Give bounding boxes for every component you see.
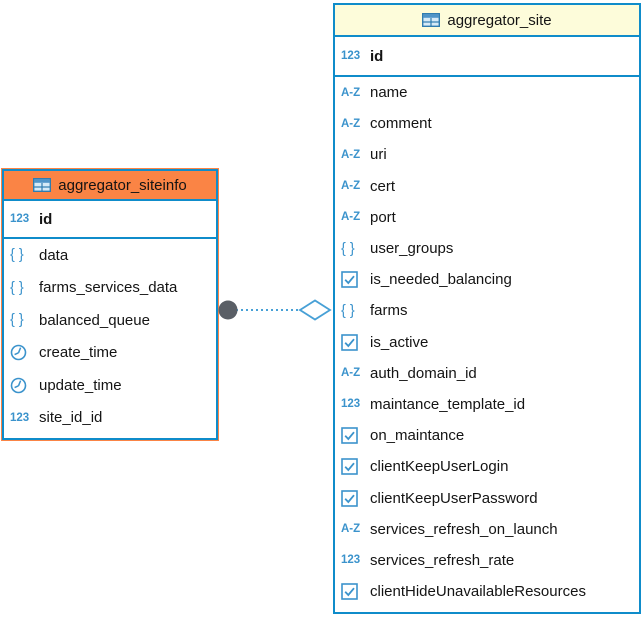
string-type-icon: A-Z	[341, 211, 361, 224]
field-label: port	[370, 208, 396, 226]
field-label: is_active	[370, 333, 429, 351]
field-row[interactable]: update_time	[4, 369, 216, 402]
relation-connector[interactable]	[215, 296, 337, 324]
field-row[interactable]: A-Z cert	[335, 171, 639, 202]
entity-header[interactable]: aggregator_site	[335, 5, 639, 37]
field-label: auth_domain_id	[370, 364, 477, 382]
boolean-type-icon	[341, 489, 370, 507]
field-label: clientKeepUserPassword	[370, 489, 538, 507]
string-type-icon: A-Z	[341, 148, 361, 161]
field-row[interactable]: A-Z name	[335, 77, 639, 108]
json-type-icon: { }	[10, 279, 24, 296]
field-label: update_time	[39, 376, 122, 394]
field-row[interactable]: { } farms	[335, 295, 639, 326]
field-row[interactable]: clientHideUnavailableResources	[335, 576, 639, 607]
field-row[interactable]: on_maintance	[335, 420, 639, 451]
field-row[interactable]: A-Z uri	[335, 139, 639, 170]
field-label: maintance_template_id	[370, 395, 526, 413]
json-type-icon: { }	[10, 247, 24, 264]
numeric-type-icon: 123	[341, 554, 361, 567]
field-row[interactable]: create_time	[4, 337, 216, 370]
field-label: cert	[370, 177, 396, 195]
field-label: on_maintance	[370, 427, 465, 445]
field-label: services_refresh_rate	[370, 551, 515, 569]
field-label: data	[39, 246, 69, 264]
field-row[interactable]: is_active	[335, 327, 639, 358]
field-row[interactable]: A-Z port	[335, 202, 639, 233]
field-label: user_groups	[370, 240, 454, 258]
boolean-type-icon	[341, 333, 370, 351]
field-row[interactable]: is_needed_balancing	[335, 264, 639, 295]
json-type-icon: { }	[341, 302, 355, 319]
field-row-pk[interactable]: 123 id	[4, 201, 216, 239]
entity-title: aggregator_siteinfo	[58, 176, 187, 194]
entity-header[interactable]: aggregator_siteinfo	[4, 171, 216, 201]
string-type-icon: A-Z	[341, 86, 361, 99]
field-row[interactable]: 123 services_refresh_rate	[335, 545, 639, 576]
string-type-icon: A-Z	[341, 180, 361, 193]
field-row[interactable]: clientKeepUserPassword	[335, 482, 639, 513]
boolean-type-icon	[341, 458, 370, 476]
field-label: farms	[370, 302, 408, 320]
field-label: uri	[370, 146, 387, 164]
datetime-type-icon	[10, 377, 39, 394]
entity-aggregator-site[interactable]: aggregator_site 123 id A-Z name A-Z comm…	[333, 3, 641, 614]
relation-endpoint-circle	[218, 300, 238, 320]
field-row[interactable]: { } user_groups	[335, 233, 639, 264]
field-row[interactable]: A-Z comment	[335, 108, 639, 139]
field-label: comment	[370, 115, 432, 133]
string-type-icon: A-Z	[341, 117, 361, 130]
field-label: name	[370, 84, 408, 102]
field-label: id	[39, 210, 53, 228]
field-label: id	[370, 47, 384, 65]
string-type-icon: A-Z	[341, 523, 361, 536]
field-label: balanced_queue	[39, 311, 150, 329]
boolean-type-icon	[341, 271, 370, 289]
table-icon	[33, 178, 52, 192]
json-type-icon: { }	[10, 312, 24, 329]
field-label: site_id_id	[39, 409, 103, 427]
field-label: clientHideUnavailableResources	[370, 583, 586, 601]
numeric-type-icon: 123	[341, 50, 361, 62]
numeric-type-icon: 123	[10, 213, 30, 225]
field-row[interactable]: 123 maintance_template_id	[335, 389, 639, 420]
boolean-type-icon	[341, 583, 370, 600]
field-row[interactable]: clientKeepUserLogin	[335, 451, 639, 482]
field-label: clientKeepUserLogin	[370, 458, 509, 476]
field-row[interactable]: 123 site_id_id	[4, 402, 216, 435]
field-row[interactable]: { } data	[4, 239, 216, 272]
field-row[interactable]: A-Z auth_domain_id	[335, 358, 639, 389]
table-icon	[422, 13, 441, 27]
field-row[interactable]: { } balanced_queue	[4, 304, 216, 337]
field-label: create_time	[39, 344, 118, 362]
entity-aggregator-siteinfo[interactable]: aggregator_siteinfo 123 id { } data { } …	[1, 168, 219, 441]
json-type-icon: { }	[341, 240, 355, 257]
boolean-type-icon	[341, 427, 370, 444]
datetime-type-icon	[10, 344, 39, 361]
numeric-type-icon: 123	[341, 398, 361, 411]
field-row[interactable]: A-Z services_refresh_on_launch	[335, 514, 639, 545]
numeric-type-icon: 123	[10, 411, 30, 424]
field-row[interactable]: { } farms_services_data	[4, 272, 216, 305]
string-type-icon: A-Z	[341, 367, 361, 380]
field-row-pk[interactable]: 123 id	[335, 37, 639, 77]
entity-title: aggregator_site	[447, 11, 552, 29]
field-label: farms_services_data	[39, 279, 178, 297]
field-label: is_needed_balancing	[370, 271, 512, 289]
relation-endpoint-diamond	[298, 299, 332, 321]
field-label: services_refresh_on_launch	[370, 520, 558, 538]
